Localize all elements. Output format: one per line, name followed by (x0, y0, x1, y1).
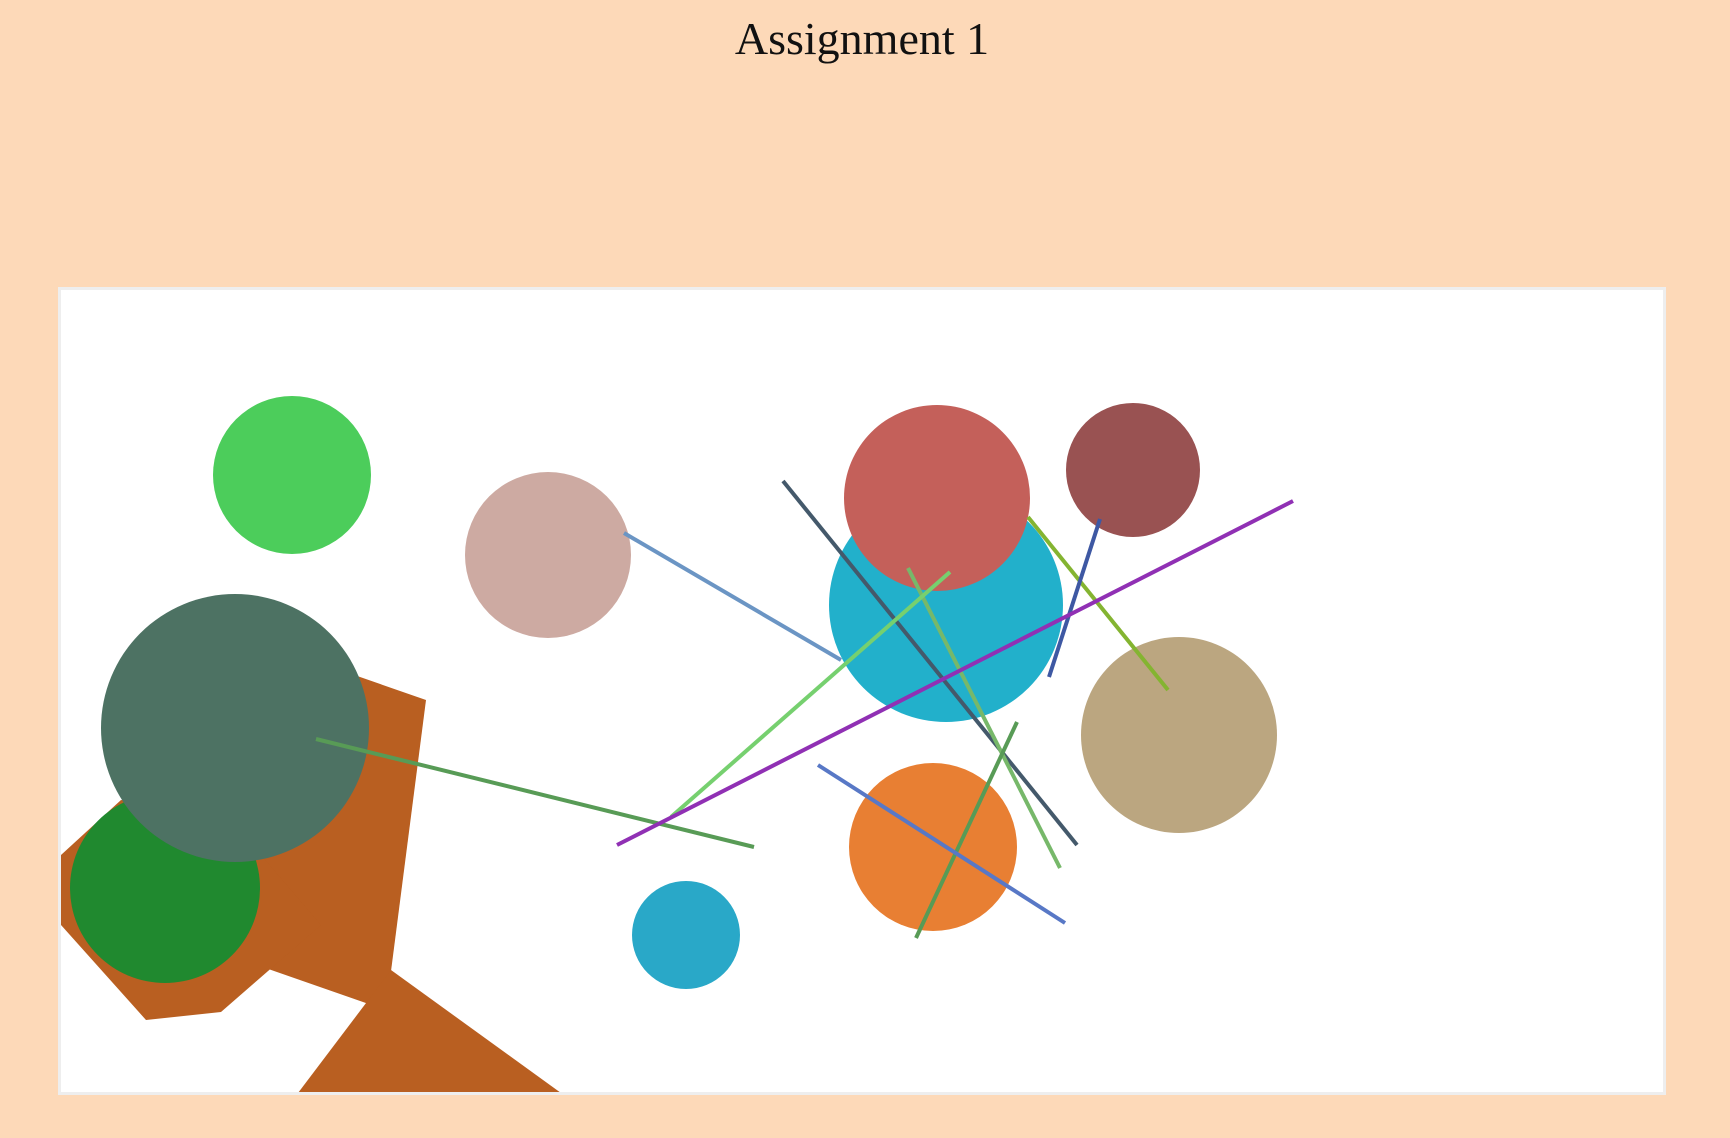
page-title: Assignment 1 (734, 13, 990, 64)
moss-long-line (315, 737, 755, 849)
dusty-pink-circle (465, 472, 631, 638)
blue-line (816, 763, 1067, 925)
maroon-circle (1066, 403, 1200, 537)
purple-line (616, 499, 1294, 847)
sage-line (906, 567, 1062, 869)
khaki-circle (1081, 637, 1277, 833)
salmon-red-circle (844, 405, 1030, 591)
bright-green-line (669, 570, 952, 819)
orange-circle (849, 763, 1017, 931)
dark-slate-line (781, 479, 1079, 847)
drawing-svg (61, 396, 1294, 1092)
slate-green-circle (101, 594, 369, 862)
drawing-canvas[interactable] (58, 287, 1666, 1095)
navy-line (1047, 518, 1102, 678)
moss-short-line (914, 721, 1019, 939)
rust-triangle (298, 970, 560, 1092)
light-green-circle (213, 396, 371, 554)
cyan-circle (632, 881, 740, 989)
steel-blue-line (622, 531, 843, 662)
olive-line (1026, 515, 1170, 692)
